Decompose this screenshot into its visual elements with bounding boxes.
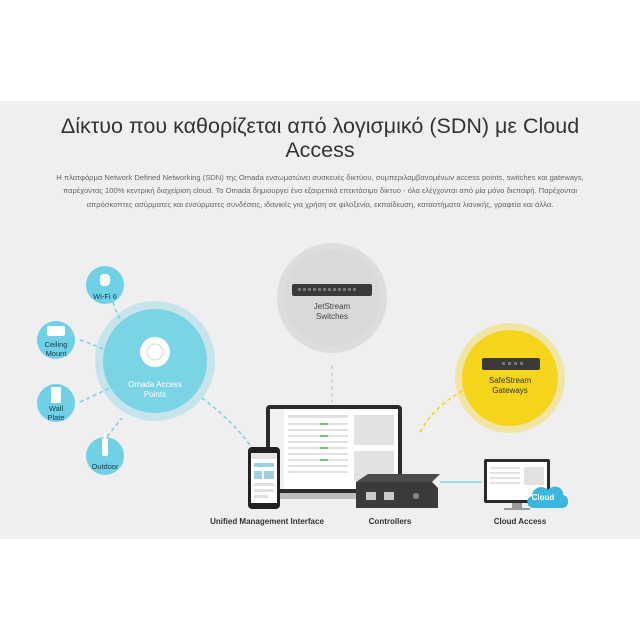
wifi6-label: Wi-Fi 6 <box>93 292 117 301</box>
safestream-label: SafeStream Gateways <box>488 376 532 395</box>
cloud-access-label: Cloud Access <box>493 517 547 526</box>
ceiling-mount-icon <box>47 326 65 336</box>
wall-plate-label: Wall Plate <box>47 404 65 422</box>
ceiling-mount-label: Ceiling Mount <box>44 340 68 358</box>
access-points-label: Omada Access Points <box>128 380 182 399</box>
jetstream-circle <box>284 250 380 346</box>
umi-label: Unified Management Interface <box>210 517 324 526</box>
switch-device-icon <box>292 284 372 296</box>
controller-device-icon <box>356 474 440 508</box>
outdoor-ap-icon <box>102 432 108 456</box>
connector-ap-to-umi <box>201 397 253 449</box>
phone-icon <box>248 447 280 509</box>
wall-plate-icon <box>51 387 61 403</box>
wifi-icon <box>100 274 110 286</box>
connector-wall <box>79 387 111 403</box>
gateway-device-icon <box>482 358 540 370</box>
controllers-label: Controllers <box>368 517 412 526</box>
description-text: Η πλατφόρμα Network Defined Networking (… <box>56 173 584 209</box>
cloud-icon <box>527 486 569 508</box>
jetstream-label: JetStream Switches <box>313 302 351 321</box>
access-point-icon <box>140 337 170 367</box>
connector-gateway <box>419 384 477 433</box>
cloud-badge-label: Cloud <box>531 493 555 502</box>
safestream-circle <box>462 330 558 426</box>
page-title: Δίκτυο που καθορίζεται από λογισμικό (SD… <box>60 114 580 162</box>
outdoor-label: Outdoor <box>91 462 119 471</box>
